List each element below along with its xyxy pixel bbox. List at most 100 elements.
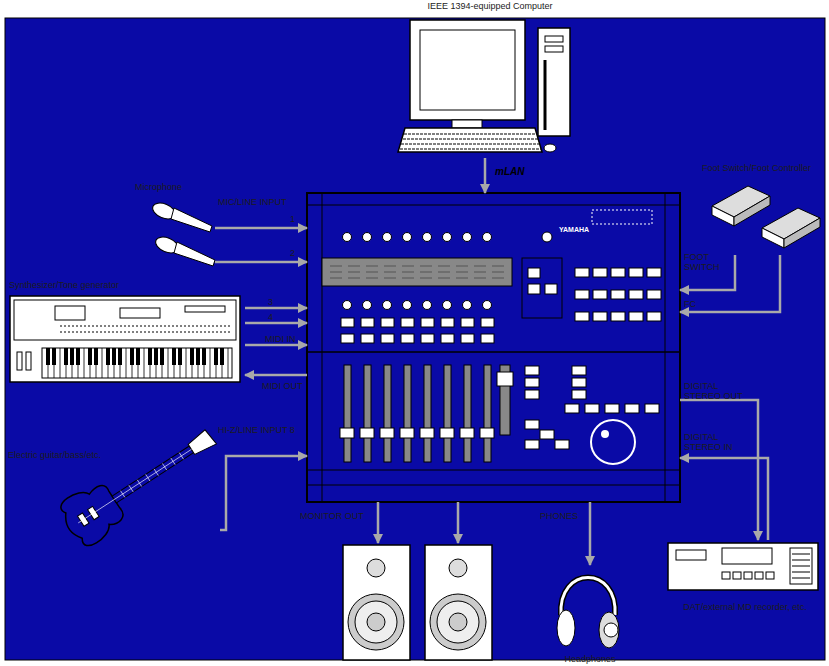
mixer-drawing-part-part <box>525 440 539 449</box>
mixer-drawing-part-part <box>440 365 454 462</box>
mixer-drawing-part-part <box>441 334 454 343</box>
mixer-drawing-part <box>601 430 609 438</box>
mixer-drawing-part-part <box>555 440 569 449</box>
mixer-drawing-part-part <box>572 378 586 387</box>
connector-label: DIGITAL STEREO IN <box>684 432 746 453</box>
synthesizer-drawing <box>10 296 240 382</box>
computer-drawing-part <box>404 134 536 135</box>
mixer-drawing-part-part <box>341 318 354 327</box>
computer-drawing-part <box>398 128 542 152</box>
synthesizer-drawing-part <box>42 348 232 378</box>
connector-label: HI-Z/LINE INPUT 8 <box>218 425 303 435</box>
signal-connector <box>215 261 307 264</box>
synthesizer-drawing-part-part <box>130 348 134 365</box>
microphone-drawing-part <box>153 234 215 266</box>
computer-drawing-part <box>544 60 547 130</box>
mixer-drawing-part-part-part <box>364 365 371 462</box>
computer-drawing-part <box>410 20 525 120</box>
recorder-drawing-part <box>722 548 772 564</box>
mixer-drawing-part-part <box>611 290 625 299</box>
signal-connector <box>245 322 307 325</box>
connector-label: PHONES <box>540 511 590 521</box>
mixer-drawing-part-part <box>629 268 643 277</box>
node-label: IEEE 1394-equipped Computer <box>395 1 585 11</box>
node-label: Foot Switch/Foot Controller <box>702 163 824 173</box>
mixer-drawing-part-part <box>383 301 392 310</box>
mixer-drawing-part-part-part <box>480 428 494 438</box>
speaker-drawing-part <box>449 613 467 631</box>
footswitch-drawing-part-part <box>762 228 784 248</box>
mixer-drawing-part <box>307 485 680 486</box>
mixer-drawing-part-part <box>403 233 412 242</box>
mixer-drawing-part-part <box>605 404 619 413</box>
footswitch-drawing-part <box>734 196 770 226</box>
speaker-drawing-part <box>355 601 397 643</box>
mixer-drawing-part-part <box>381 318 394 327</box>
connector-label: 2 <box>290 248 310 258</box>
mixer-drawing-part-part <box>463 233 472 242</box>
synthesizer-drawing-part-part <box>118 348 122 365</box>
mixer-drawing-part-part <box>420 365 434 462</box>
guitar-drawing-part <box>78 449 191 523</box>
mixer-drawing-part-part-part <box>464 365 471 462</box>
synthesizer-drawing-part <box>55 306 85 320</box>
port-label: MONITOR OUT <box>300 511 380 521</box>
connector-label: MIDI IN <box>265 334 315 344</box>
recorder-node: DAT/external MD recorder, etc. <box>665 540 825 612</box>
mixer-drawing-part <box>307 470 680 471</box>
recorder-drawing-part <box>766 572 774 579</box>
synthesizer-drawing-part <box>46 348 224 365</box>
mixer-drawing-part-part-part <box>400 428 414 438</box>
mixer-drawing-part-part <box>525 420 539 429</box>
mixer-drawing-part-part-part <box>444 365 451 462</box>
mixer-drawing-part-part-part <box>340 428 354 438</box>
speaker-drawing-part <box>343 545 410 660</box>
footswitch-drawing-part-part <box>784 218 820 248</box>
synthesizer-drawing-part-part <box>46 348 50 365</box>
signal-connector <box>484 158 487 193</box>
mixer-drawing-part-part-part <box>384 365 391 462</box>
recorder-drawing-part <box>668 543 818 590</box>
mixer-drawing-part-part-part <box>380 428 394 438</box>
speaker-drawing <box>343 502 492 660</box>
mixer-drawing-part-part <box>565 404 579 413</box>
speaker-drawing-part <box>367 559 385 577</box>
synthesizer-drawing-part-part <box>52 348 56 365</box>
recorder-drawing-part <box>676 550 706 560</box>
guitar-drawing-part <box>187 429 217 457</box>
synthesizer-drawing-part-part <box>64 348 68 365</box>
recorder-drawing-part <box>790 548 812 584</box>
mixer-drawing-part-part <box>483 233 492 242</box>
mixer-drawing-part-part <box>361 334 374 343</box>
synthesizer-drawing-part-part <box>160 348 164 365</box>
mixer-drawing-part-part-part <box>404 365 411 462</box>
recorder-drawing-part <box>722 572 730 579</box>
computer-drawing-part <box>545 36 563 42</box>
mixer-drawing-part-part <box>363 233 372 242</box>
synthesizer-drawing-part <box>48 348 228 378</box>
mixer-drawing-part-part-part <box>420 428 434 438</box>
speaker-drawing-part <box>367 613 385 631</box>
microphone-drawing-part-part <box>174 242 215 266</box>
mixer-drawing-part-part <box>525 378 539 387</box>
mixer-drawing-part-part <box>593 268 607 277</box>
computer-drawing-part <box>420 30 515 110</box>
mixer-drawing-part-part <box>380 365 394 462</box>
mixer-drawing-part-part <box>443 233 452 242</box>
node-label: Synthesizer/Tone generator <box>9 280 229 290</box>
synthesizer-drawing-part <box>185 306 225 312</box>
computer-drawing-part <box>452 120 482 128</box>
mixer-drawing-part-part <box>341 334 354 343</box>
computer-drawing-part <box>403 139 538 140</box>
signal-connector <box>215 227 307 230</box>
computer-drawing-part <box>545 46 563 52</box>
headphones-node: Headphones <box>550 565 630 665</box>
mixer-drawing-part-part <box>401 318 414 327</box>
mixer-drawing-part-part-part <box>424 365 431 462</box>
synthesizer-node: Synthesizer/Tone generator <box>5 278 245 386</box>
microphone-drawing-part <box>150 200 212 232</box>
mixer-drawing-part-part-part <box>344 365 351 462</box>
computer-drawing-part <box>401 144 539 145</box>
speaker-drawing-part <box>430 594 486 650</box>
